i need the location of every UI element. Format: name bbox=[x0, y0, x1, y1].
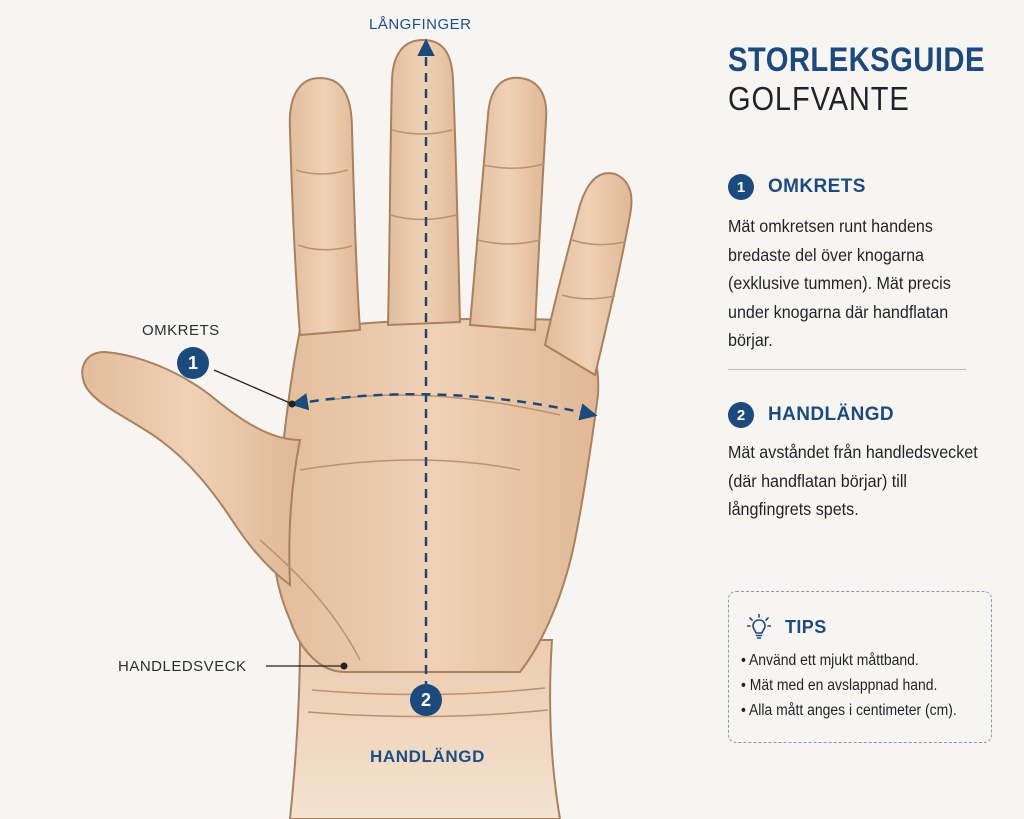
section-divider bbox=[728, 369, 966, 370]
hand-length-badge: 2 bbox=[410, 684, 442, 716]
page-title: STORLEKSGUIDE bbox=[728, 41, 985, 79]
palm bbox=[271, 318, 600, 673]
list-item: • Alla mått anges i centimeter (cm). bbox=[741, 702, 957, 719]
lightbulb-icon bbox=[747, 614, 771, 639]
section-hand-length-text: Mät avståndet från handledsvecket (där h… bbox=[728, 438, 990, 524]
list-item: • Mät med en avslappnad hand. bbox=[741, 677, 938, 694]
circumference-badge: 1 bbox=[177, 347, 209, 379]
section-title: HANDLÄNGD bbox=[768, 404, 895, 425]
text-line: Mät avståndet från handledsvecket bbox=[728, 442, 978, 462]
section-hand-length-header: 2 HANDLÄNGD bbox=[728, 402, 894, 428]
hand-length-label: HANDLÄNGD bbox=[370, 747, 485, 766]
text-line: under knogarna där handflatan bbox=[728, 301, 949, 322]
section-circumference-text: Mät omkretsen runt handens bredaste del … bbox=[728, 212, 990, 355]
index-finger bbox=[288, 76, 362, 337]
wrist-crease-label: HANDLEDSVECK bbox=[118, 658, 247, 675]
section-circumference-header: 1 OMKRETS bbox=[728, 174, 866, 200]
circumference-leader bbox=[213, 369, 291, 404]
text-line: börjar. bbox=[728, 330, 773, 350]
page-subtitle: GOLFVANTE bbox=[728, 80, 910, 117]
text-line: långfingrets spets. bbox=[728, 499, 859, 519]
thumb bbox=[81, 350, 302, 588]
section-title: OMKRETS bbox=[768, 176, 866, 197]
tips-box: TIPS • Använd ett mjukt måttband. • Mät … bbox=[728, 591, 992, 743]
ring-finger bbox=[468, 76, 548, 332]
circumference-line bbox=[290, 393, 598, 421]
middle-finger bbox=[386, 38, 462, 327]
tips-title: TIPS bbox=[785, 616, 827, 637]
text-line: (där handflatan börjar) till bbox=[728, 470, 907, 491]
text-line: bredaste del över knogarna bbox=[728, 244, 925, 265]
wrist-crease-point bbox=[340, 662, 348, 670]
section-number-badge: 2 bbox=[728, 402, 754, 428]
wrist bbox=[288, 639, 562, 819]
section-number-badge: 1 bbox=[728, 174, 754, 200]
text-line: Mät omkretsen runt handens bbox=[728, 216, 933, 236]
tips-list: • Använd ett mjukt måttband. • Mät med e… bbox=[741, 648, 981, 723]
circumference-point bbox=[288, 400, 296, 408]
tips-header: TIPS bbox=[747, 614, 827, 640]
text-line: (exklusive tummen). Mät precis bbox=[728, 273, 951, 293]
size-guide-panel: STORLEKSGUIDE GOLFVANTE 1 OMKRETS Mät om… bbox=[728, 40, 1008, 519]
little-finger bbox=[543, 172, 633, 377]
middle-finger-label: LÅNGFINGER bbox=[369, 16, 472, 33]
list-item: • Använd ett mjukt måttband. bbox=[741, 652, 919, 669]
circumference-label: OMKRETS bbox=[142, 322, 220, 339]
